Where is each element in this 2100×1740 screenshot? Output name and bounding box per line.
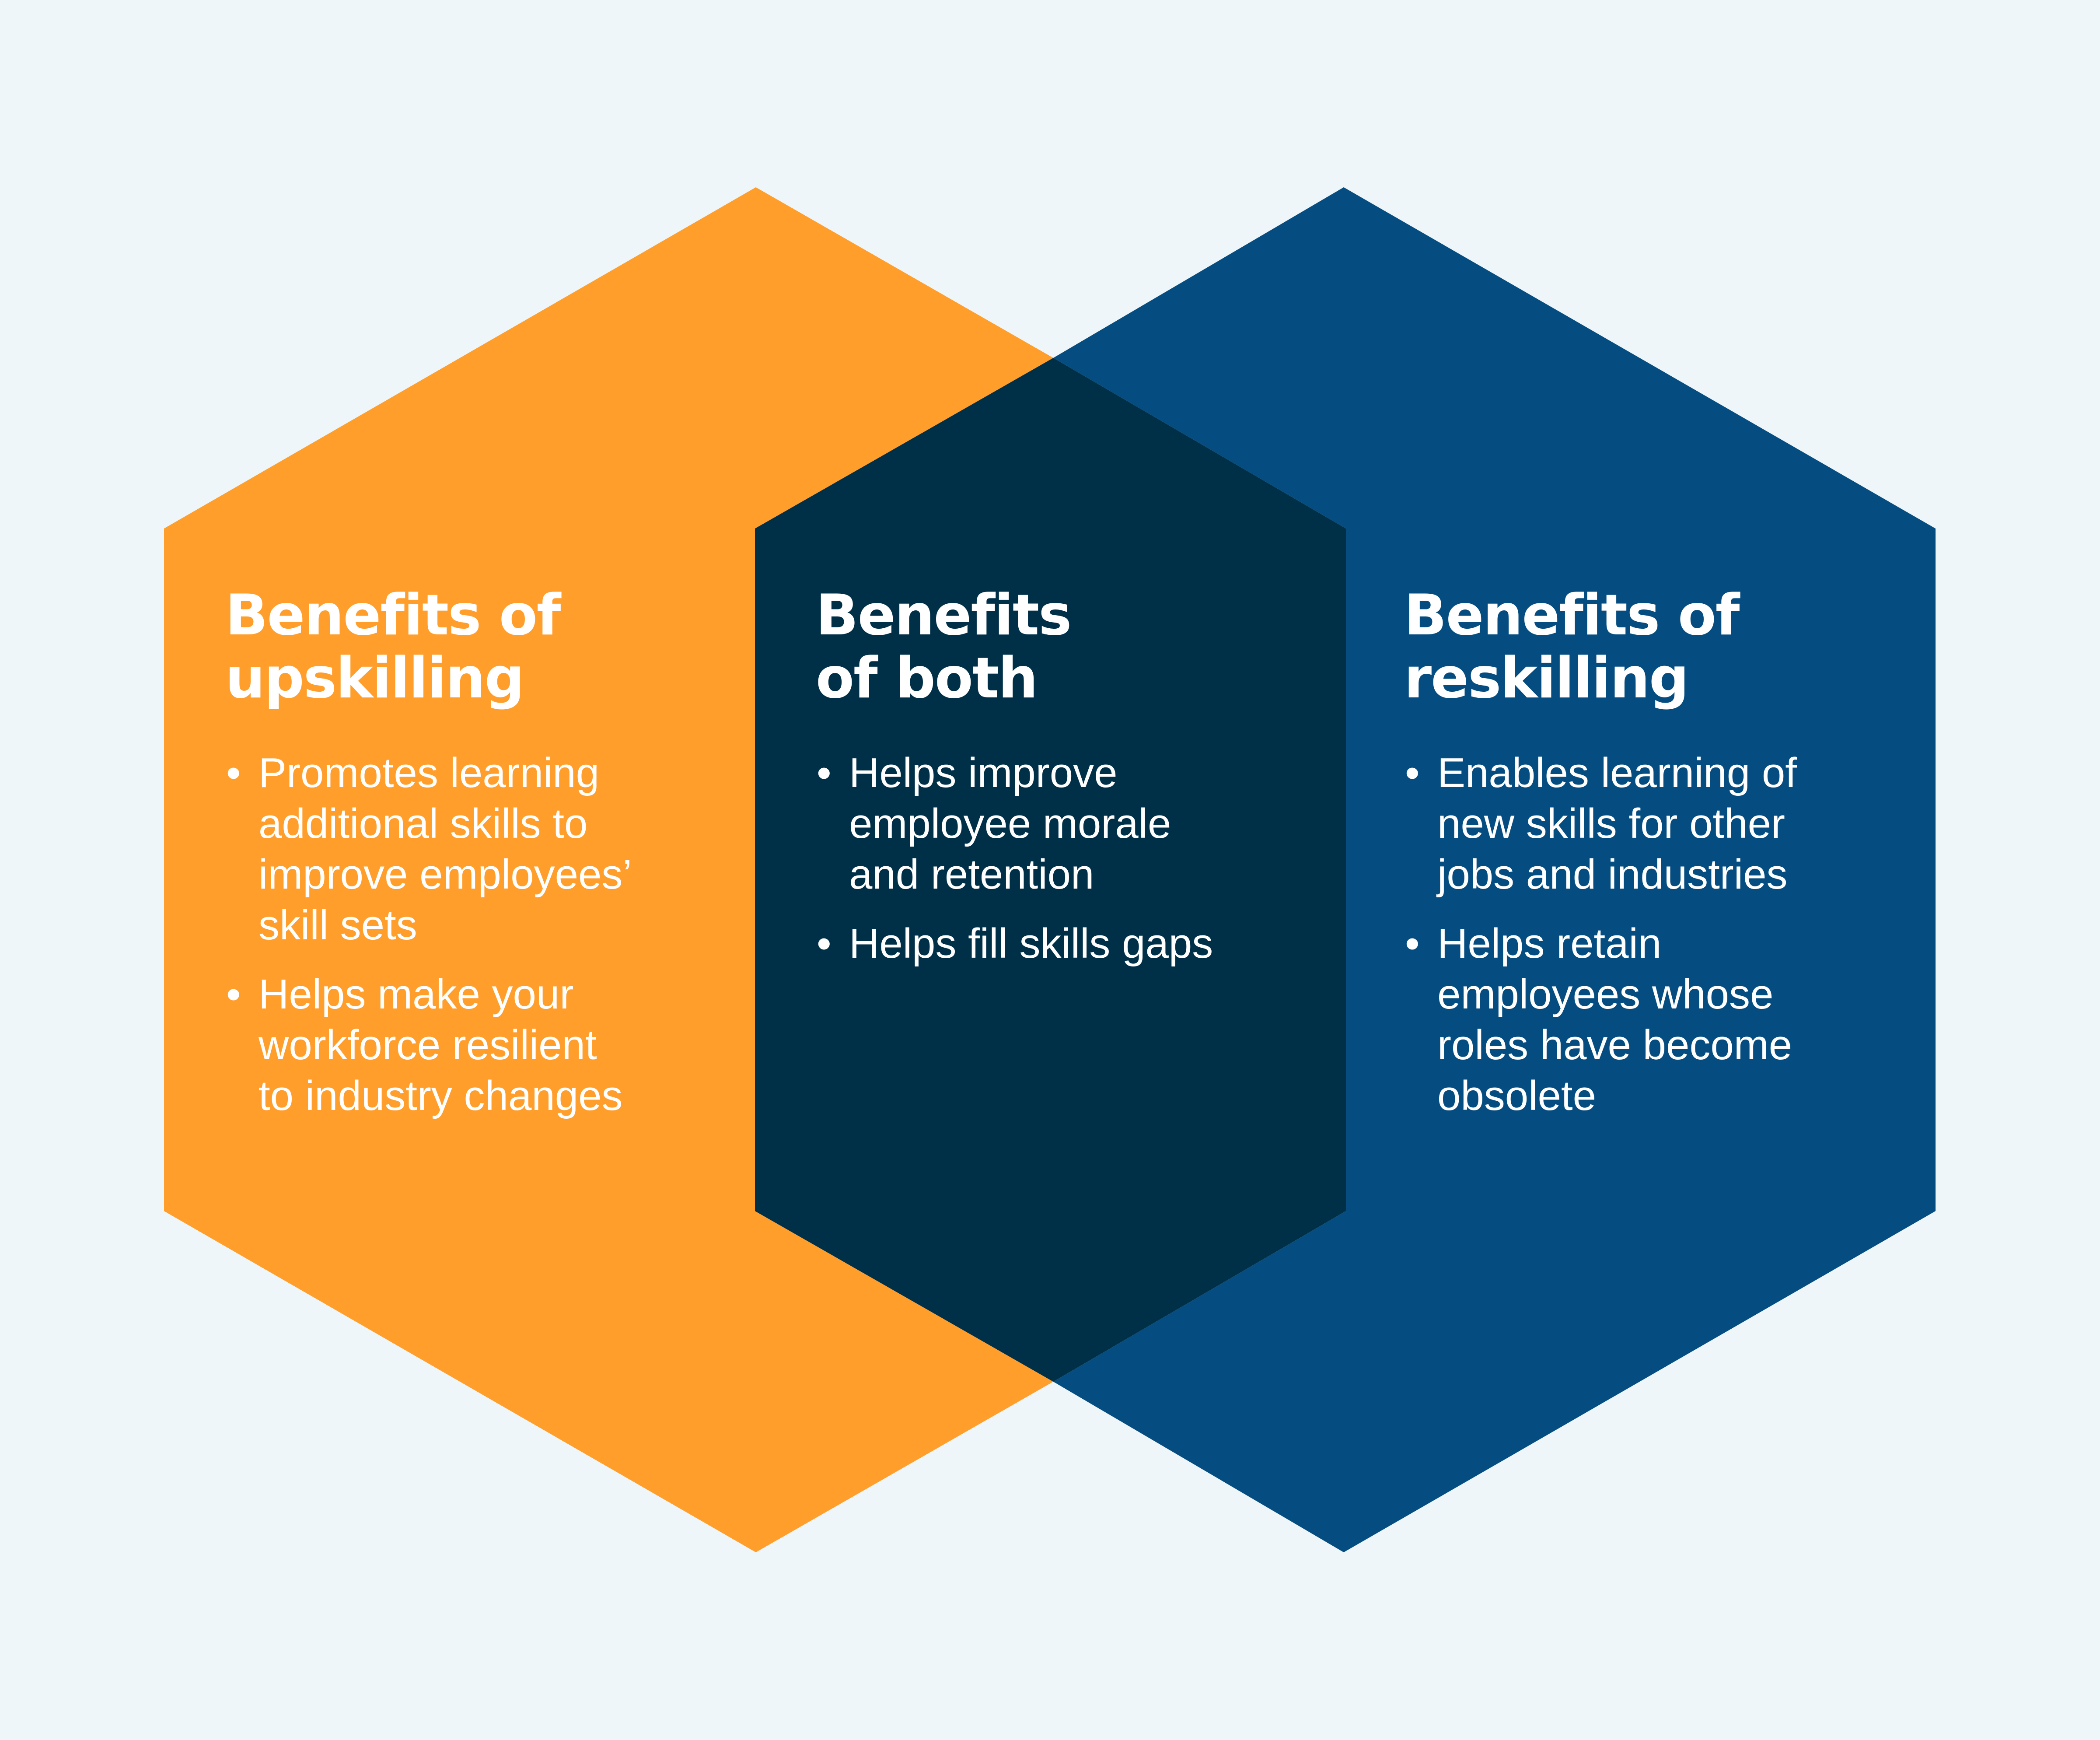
both-panel: Benefits of both • Helps improve employe… (816, 584, 1306, 987)
bullet-text: Helps make your (259, 971, 574, 1018)
bullet-text: additional skills to (259, 800, 588, 847)
both-bullet-list: • Helps improve employee morale and rete… (816, 748, 1306, 969)
bullet-text: Promotes learning (259, 749, 600, 796)
overlap-hexagon (755, 358, 1346, 1382)
bullet-text: Helps improve (849, 749, 1118, 796)
bullet-text: employees whose (1437, 971, 1774, 1018)
reskilling-title-line-2: reskilling (1404, 646, 1689, 711)
upskilling-title: Benefits of upskilling (225, 584, 728, 710)
bullet-text: Helps fill skills gaps (849, 920, 1213, 967)
bullet-text: and retention (849, 851, 1094, 898)
list-item: • Promotes learning additional skills to… (225, 748, 728, 951)
reskilling-hexagon (1053, 187, 1936, 1552)
bullet-dot-icon: • (226, 971, 241, 1018)
bullet-text: skill sets (259, 902, 417, 949)
reskilling-title-line-1: Benefits of (1404, 583, 1740, 648)
bullet-dot-icon: • (817, 749, 832, 796)
upskilling-title-line-2: upskilling (225, 646, 524, 711)
reskilling-title: Benefits of reskilling (1404, 584, 1907, 710)
reskilling-bullet-list: • Enables learning of new skills for oth… (1404, 748, 1907, 1121)
list-item: • Helps fill skills gaps (816, 918, 1306, 969)
list-item: • Helps retain employees whose roles hav… (1404, 918, 1907, 1121)
both-title-line-1: Benefits (816, 583, 1072, 648)
bullet-text: obsolete (1437, 1072, 1596, 1119)
bullet-text: workforce resilient (259, 1022, 597, 1068)
reskilling-panel: Benefits of reskilling • Enables learnin… (1404, 584, 1907, 1140)
bullet-text: jobs and industries (1437, 851, 1788, 898)
both-title: Benefits of both (816, 584, 1306, 710)
upskilling-title-line-1: Benefits of (225, 583, 561, 648)
upskilling-bullet-list: • Promotes learning additional skills to… (225, 748, 728, 1121)
list-item: • Enables learning of new skills for oth… (1404, 748, 1907, 900)
bullet-text: improve employees’ (259, 851, 632, 898)
bullet-dot-icon: • (1405, 920, 1420, 967)
bullet-text: new skills for other (1437, 800, 1785, 847)
bullet-text: Enables learning of (1437, 749, 1797, 796)
both-title-line-2: of both (816, 646, 1038, 711)
bullet-dot-icon: • (817, 920, 832, 967)
upskilling-panel: Benefits of upskilling • Promotes learni… (225, 584, 728, 1140)
bullet-dot-icon: • (1405, 749, 1420, 796)
bullet-text: Helps retain (1437, 920, 1662, 967)
bullet-dot-icon: • (226, 749, 241, 796)
upskilling-hexagon (164, 187, 1053, 1552)
bullet-text: employee morale (849, 800, 1171, 847)
bullet-text: roles have become (1437, 1022, 1793, 1068)
bullet-text: to industry changes (259, 1072, 623, 1119)
list-item: • Helps improve employee morale and rete… (816, 748, 1306, 900)
list-item: • Helps make your workforce resilient to… (225, 969, 728, 1121)
